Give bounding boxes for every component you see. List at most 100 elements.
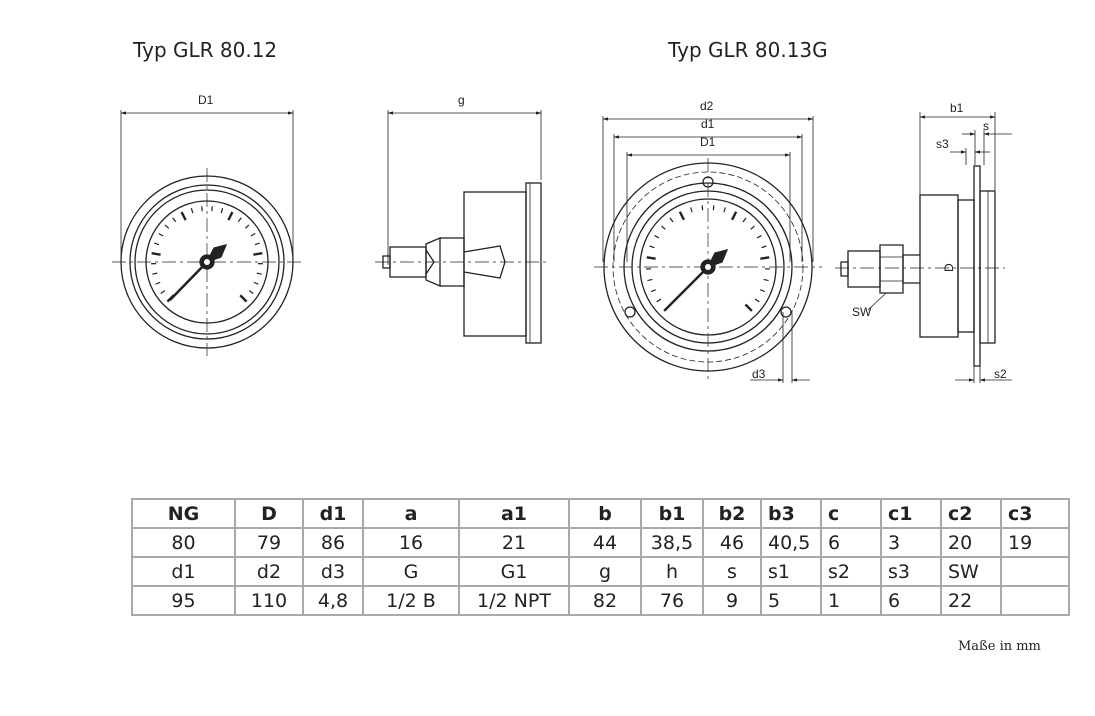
scale-tick: [158, 232, 164, 237]
scale-tick: [760, 256, 770, 260]
table-cell: 21: [458, 527, 570, 558]
table-cell: s2: [820, 556, 882, 587]
scale-tick: [754, 298, 760, 303]
scale-tick: [656, 298, 662, 303]
table-cell: c3: [1000, 498, 1070, 529]
dim-label-D1-right: D1: [700, 135, 716, 149]
scale-tick: [750, 225, 755, 230]
table-cell: 1: [820, 585, 882, 616]
table-cell: 6: [880, 585, 942, 616]
dim-label-s3: s3: [936, 137, 949, 151]
scale-tick: [650, 289, 656, 293]
scale-tick: [164, 224, 170, 229]
table-cell: c: [820, 498, 882, 529]
table-cell: 19: [1000, 527, 1070, 558]
scale-tick: [250, 232, 256, 237]
scale-tick: [742, 217, 747, 223]
scale-tick: [730, 211, 738, 221]
scale-tick: [756, 234, 762, 239]
table-cell: 3: [880, 527, 942, 558]
table-cell: d1: [302, 498, 364, 529]
scale-tick: [253, 281, 259, 285]
scale-tick: [239, 294, 248, 303]
table-cell: G: [362, 556, 460, 587]
table-cell: 76: [640, 585, 704, 616]
scale-tick: [663, 303, 672, 312]
table-cell: d3: [302, 556, 364, 587]
scale-tick: [180, 211, 187, 221]
table-cell: 22: [940, 585, 1002, 616]
table-cell: 1/2 NPT: [458, 585, 570, 616]
scale-tick: [678, 211, 686, 221]
table-cell: D: [234, 498, 304, 529]
scale-tick: [254, 242, 260, 246]
gauge-front-80-13g: [594, 116, 822, 383]
dim-label-D: D: [942, 263, 956, 272]
scale-tick: [661, 225, 666, 230]
dim-label-d2: d2: [700, 99, 714, 113]
table-cell: 95: [131, 585, 236, 616]
scale-tick: [669, 217, 674, 223]
table-cell: b: [568, 498, 642, 529]
scale-tick: [690, 207, 693, 213]
scale-tick: [151, 252, 161, 256]
table-cell: s3: [880, 556, 942, 587]
scale-tick: [649, 245, 655, 249]
table-cell: 9: [702, 585, 762, 616]
table-cell: d2: [234, 556, 304, 587]
table-cell: 79: [234, 527, 304, 558]
table-cell: 38,5: [640, 527, 704, 558]
table-cell: g: [568, 556, 642, 587]
table-cell: s: [702, 556, 762, 587]
table-cell: [1000, 585, 1070, 616]
table-cell: a: [362, 498, 460, 529]
table-cell: 80: [131, 527, 236, 558]
scale-tick: [654, 234, 660, 239]
dim-label-D1-left: D1: [198, 93, 214, 107]
dim-label-s2: s2: [994, 367, 1007, 381]
dim-label-g: g: [458, 93, 465, 107]
scale-tick: [248, 290, 254, 294]
table-cell: 44: [568, 527, 642, 558]
table-cell: b2: [702, 498, 762, 529]
scale-tick: [761, 245, 767, 249]
scale-tick: [154, 242, 160, 246]
scale-tick: [244, 224, 250, 229]
scale-tick: [744, 303, 753, 312]
scale-tick: [172, 217, 177, 223]
table-cell: c2: [940, 498, 1002, 529]
scale-tick: [220, 208, 224, 214]
table-cell: b3: [760, 498, 822, 529]
scale-tick: [227, 211, 234, 221]
table-cell: 16: [362, 527, 460, 558]
dim-label-b1: b1: [950, 101, 964, 115]
table-cell: 110: [234, 585, 304, 616]
scale-tick: [190, 208, 194, 214]
scale-tick: [646, 256, 656, 260]
table-cell: s1: [760, 556, 822, 587]
table-cell: 5: [760, 585, 822, 616]
table-cell: b1: [640, 498, 704, 529]
scale-tick: [760, 289, 766, 293]
table-cell: G1: [458, 556, 570, 587]
scale-tick: [155, 281, 161, 285]
table-cell: [1000, 556, 1070, 587]
scale-tick: [152, 272, 158, 275]
title-glr-80-13g: Typ GLR 80.13G: [668, 38, 828, 62]
dim-label-s: s: [983, 119, 989, 133]
table-cell: h: [640, 556, 704, 587]
scale-tick: [647, 278, 653, 282]
dim-label-d3: d3: [752, 367, 766, 381]
table-cell: a1: [458, 498, 570, 529]
table-cell: 1/2 B: [362, 585, 460, 616]
scale-tick: [763, 278, 769, 282]
table-cell: 86: [302, 527, 364, 558]
table-cell: d1: [131, 556, 236, 587]
scale-tick: [237, 217, 242, 223]
table-cell: 46: [702, 527, 762, 558]
table-cell: NG: [131, 498, 236, 529]
